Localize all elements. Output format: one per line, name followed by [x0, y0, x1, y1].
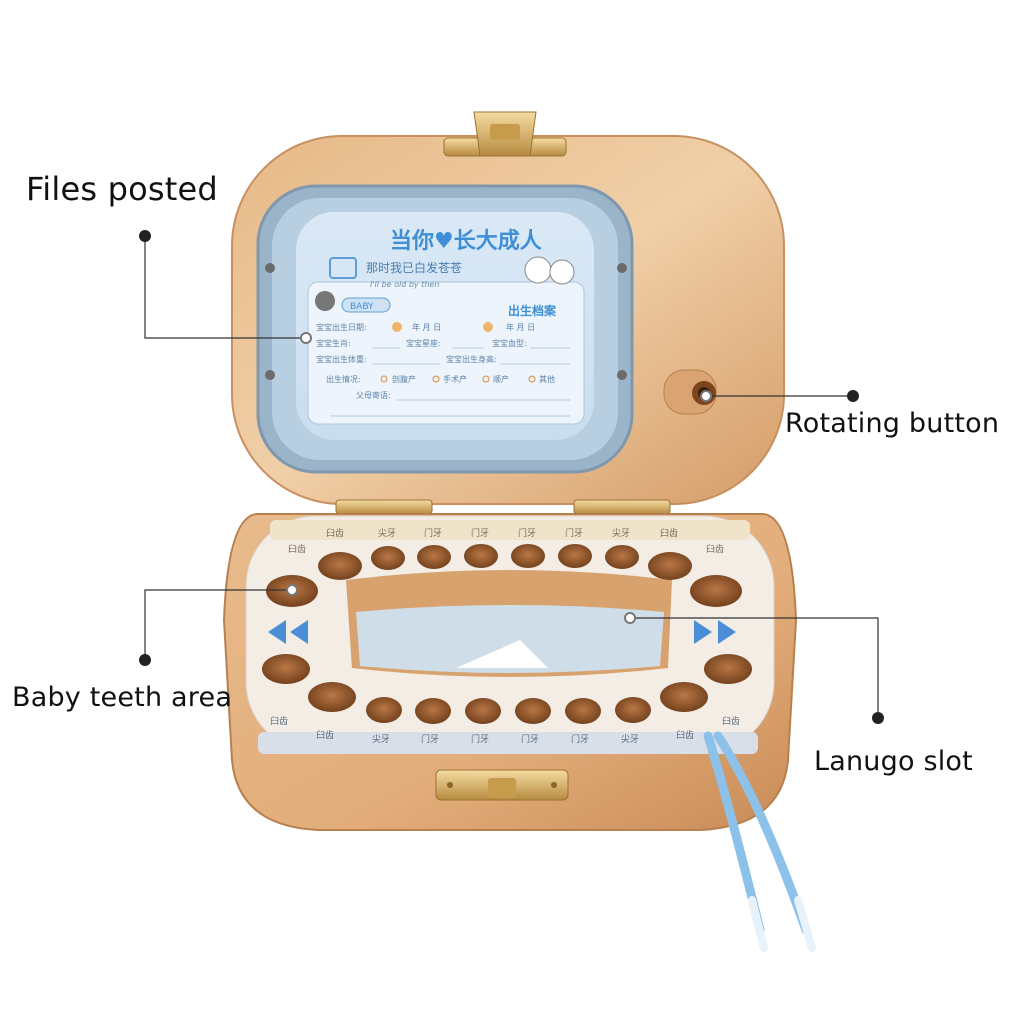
tooth-label-top-6: 门牙	[518, 527, 536, 539]
certificate-subline: 那时我已白发苍苍	[366, 260, 462, 275]
callout-baby-teeth-area: Baby teeth area	[12, 682, 233, 713]
tooth-label-bottom-10: 臼齿	[722, 715, 740, 727]
callout-rotating-button: Rotating button	[785, 408, 1000, 439]
tooth-label-top-3: 尖牙	[378, 527, 396, 539]
baby-badge: BABY	[350, 302, 374, 312]
date-unit-1: 年 月 日	[412, 322, 441, 332]
tooth-label-top-10: 臼齿	[706, 543, 724, 555]
field-birthday: 宝宝出生日期:	[316, 322, 367, 332]
lanugo-slot[interactable]	[356, 605, 664, 673]
callout-dots	[139, 230, 884, 724]
tooth-label-top-8: 尖牙	[612, 527, 630, 539]
field-height: 宝宝出生身高:	[446, 354, 497, 364]
callout-lines	[144, 236, 879, 718]
tooth-label-bottom-6: 门牙	[521, 733, 539, 745]
hinges	[335, 499, 671, 515]
tooth-label-bottom-5: 门牙	[471, 733, 489, 745]
tooth-label-top-9: 臼齿	[660, 527, 678, 539]
tooth-label-top-2: 臼齿	[326, 527, 344, 539]
box-base: 臼齿 臼齿 尖牙 门牙 门牙 门牙 门牙 尖牙 臼齿 臼齿 臼齿 臼齿 尖牙 门…	[222, 513, 798, 831]
archive-title: 出生档案	[508, 303, 557, 318]
tooth-label-bottom-4: 门牙	[421, 733, 439, 745]
field-zodiac: 宝宝生肖:	[316, 338, 351, 348]
tooth-label-bottom-2: 臼齿	[316, 729, 334, 741]
bottom-clasp	[435, 769, 569, 801]
option-4: 其他	[539, 374, 555, 384]
callout-files-posted: Files posted	[26, 170, 218, 208]
tooth-label-bottom-1: 臼齿	[270, 715, 288, 727]
date-unit-2: 年 月 日	[506, 322, 535, 332]
tooth-label-top-1: 臼齿	[288, 543, 306, 555]
callout-lanugo-slot: Lanugo slot	[814, 746, 973, 777]
baby-teeth-area[interactable]	[262, 544, 752, 724]
rewind-arrows-icon	[268, 620, 308, 644]
field-star-sign: 宝宝星座:	[406, 338, 441, 348]
tooth-label-top-5: 门牙	[471, 527, 489, 539]
option-2: 手术产	[443, 374, 467, 384]
box-lid: 当你♥长大成人 那时我已白发苍苍 I'll be old by then BAB…	[231, 111, 785, 505]
field-message: 父母寄语:	[356, 390, 391, 400]
tooth-label-top-7: 门牙	[565, 527, 583, 539]
option-1: 剖腹产	[392, 374, 416, 384]
forward-arrows-icon	[694, 620, 736, 644]
bottom-label-bars	[258, 732, 758, 754]
certificate-english: I'll be old by then	[370, 280, 439, 289]
tweezers	[703, 731, 816, 952]
field-weight: 宝宝出生体重:	[316, 354, 367, 364]
tooth-label-bottom-9: 臼齿	[676, 729, 694, 741]
option-3: 顺产	[493, 374, 509, 384]
top-label-bars	[270, 520, 750, 540]
field-blood: 宝宝血型:	[492, 338, 527, 348]
field-situation: 出生情况:	[326, 374, 361, 384]
certificate-headline: 当你♥长大成人	[390, 229, 542, 254]
tooth-label-top-4: 门牙	[424, 527, 442, 539]
tooth-label-bottom-7: 门牙	[571, 733, 589, 745]
tooth-label-bottom-3: 尖牙	[372, 733, 390, 745]
top-clasp	[443, 111, 567, 157]
tooth-label-bottom-8: 尖牙	[621, 733, 639, 745]
